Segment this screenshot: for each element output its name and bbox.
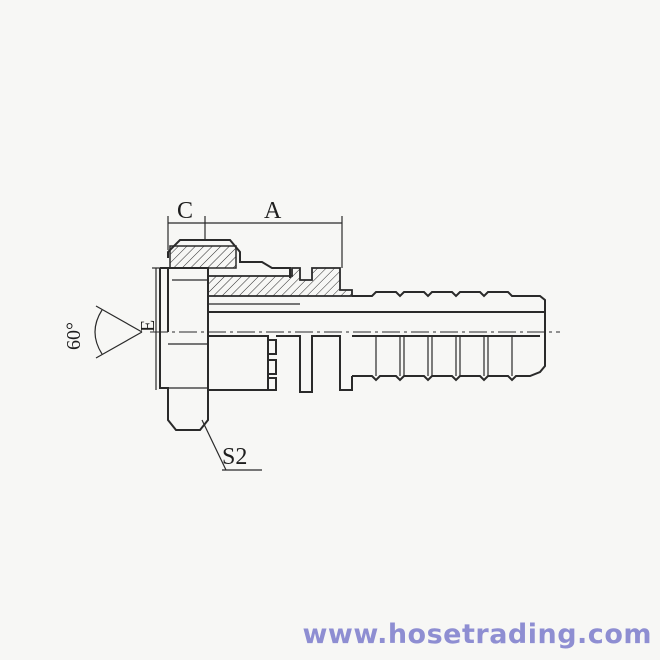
hex-flat-lines — [168, 343, 208, 389]
stem-lower-outline — [352, 312, 546, 382]
nut-lower-outline — [159, 332, 209, 431]
angle-label: 60° — [63, 322, 85, 350]
angle-arc — [94, 309, 103, 355]
hex-size-label: S2 — [222, 444, 247, 470]
stem-ring-lines — [375, 336, 513, 376]
dim-e-label: E — [137, 320, 159, 332]
body-upper-section — [207, 267, 353, 297]
dim-c-label: C — [177, 198, 193, 224]
angle-lines — [95, 305, 143, 359]
dim-a-label: A — [264, 198, 282, 224]
site-watermark: www.hosetrading.com — [302, 619, 652, 650]
hex-leader — [201, 419, 227, 471]
nut-body-upper — [159, 267, 209, 332]
stem-upper-outline — [352, 291, 546, 312]
nut-step-lower — [208, 335, 269, 391]
collar-rings — [268, 339, 277, 391]
nut-upper-section — [169, 245, 237, 269]
body-lower-outline — [276, 335, 353, 393]
